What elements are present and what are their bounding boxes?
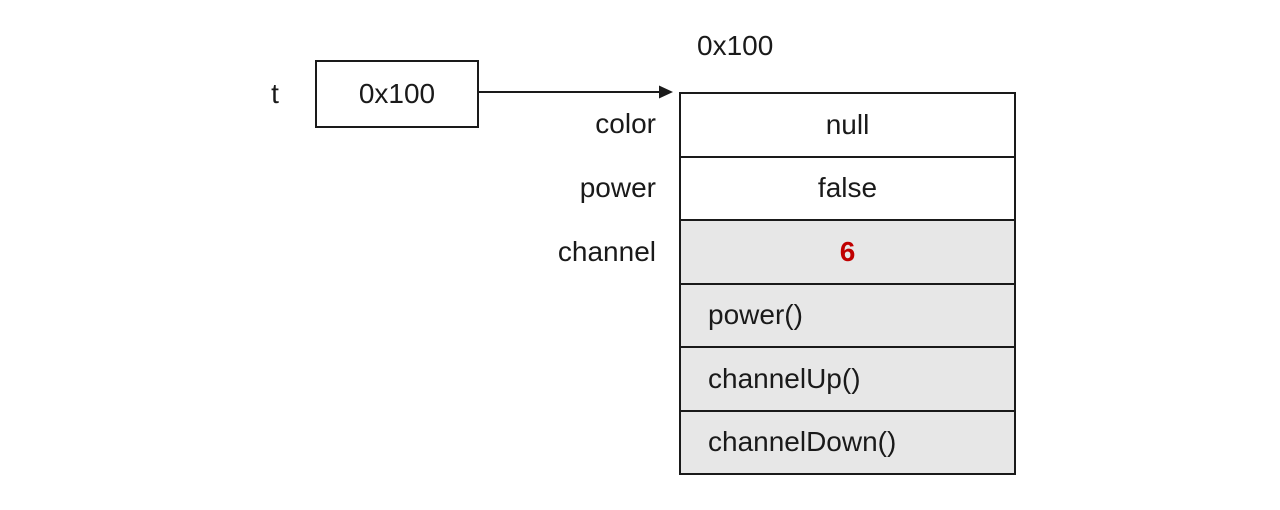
pointer-arrow — [479, 85, 673, 99]
object-address-label: 0x100 — [697, 30, 774, 61]
field-name-label: power — [579, 172, 656, 203]
object-table: null false 6 power() channelUp() channel… — [679, 92, 1016, 475]
field-value-row: 6 — [681, 221, 1014, 285]
field-value: null — [825, 108, 870, 140]
field-value-row: null — [681, 94, 1014, 158]
variable-value-box: 0x100 — [315, 60, 479, 128]
field-value: false — [817, 172, 878, 204]
method-row: channelDown() — [681, 411, 1014, 473]
method-row: power() — [681, 284, 1014, 348]
method-label: channelUp() — [708, 362, 861, 394]
field-name-label: channel — [557, 236, 656, 267]
field-value-row: false — [681, 157, 1014, 221]
field-name-label: color — [595, 108, 656, 139]
method-label: channelDown() — [708, 426, 897, 458]
method-label: power() — [708, 299, 803, 331]
field-value-highlighted: 6 — [839, 235, 856, 267]
variable-value: 0x100 — [358, 78, 436, 109]
method-row: channelUp() — [681, 348, 1014, 412]
field-name-column: color power channel — [430, 92, 656, 284]
variable-name-label: t — [271, 78, 279, 109]
